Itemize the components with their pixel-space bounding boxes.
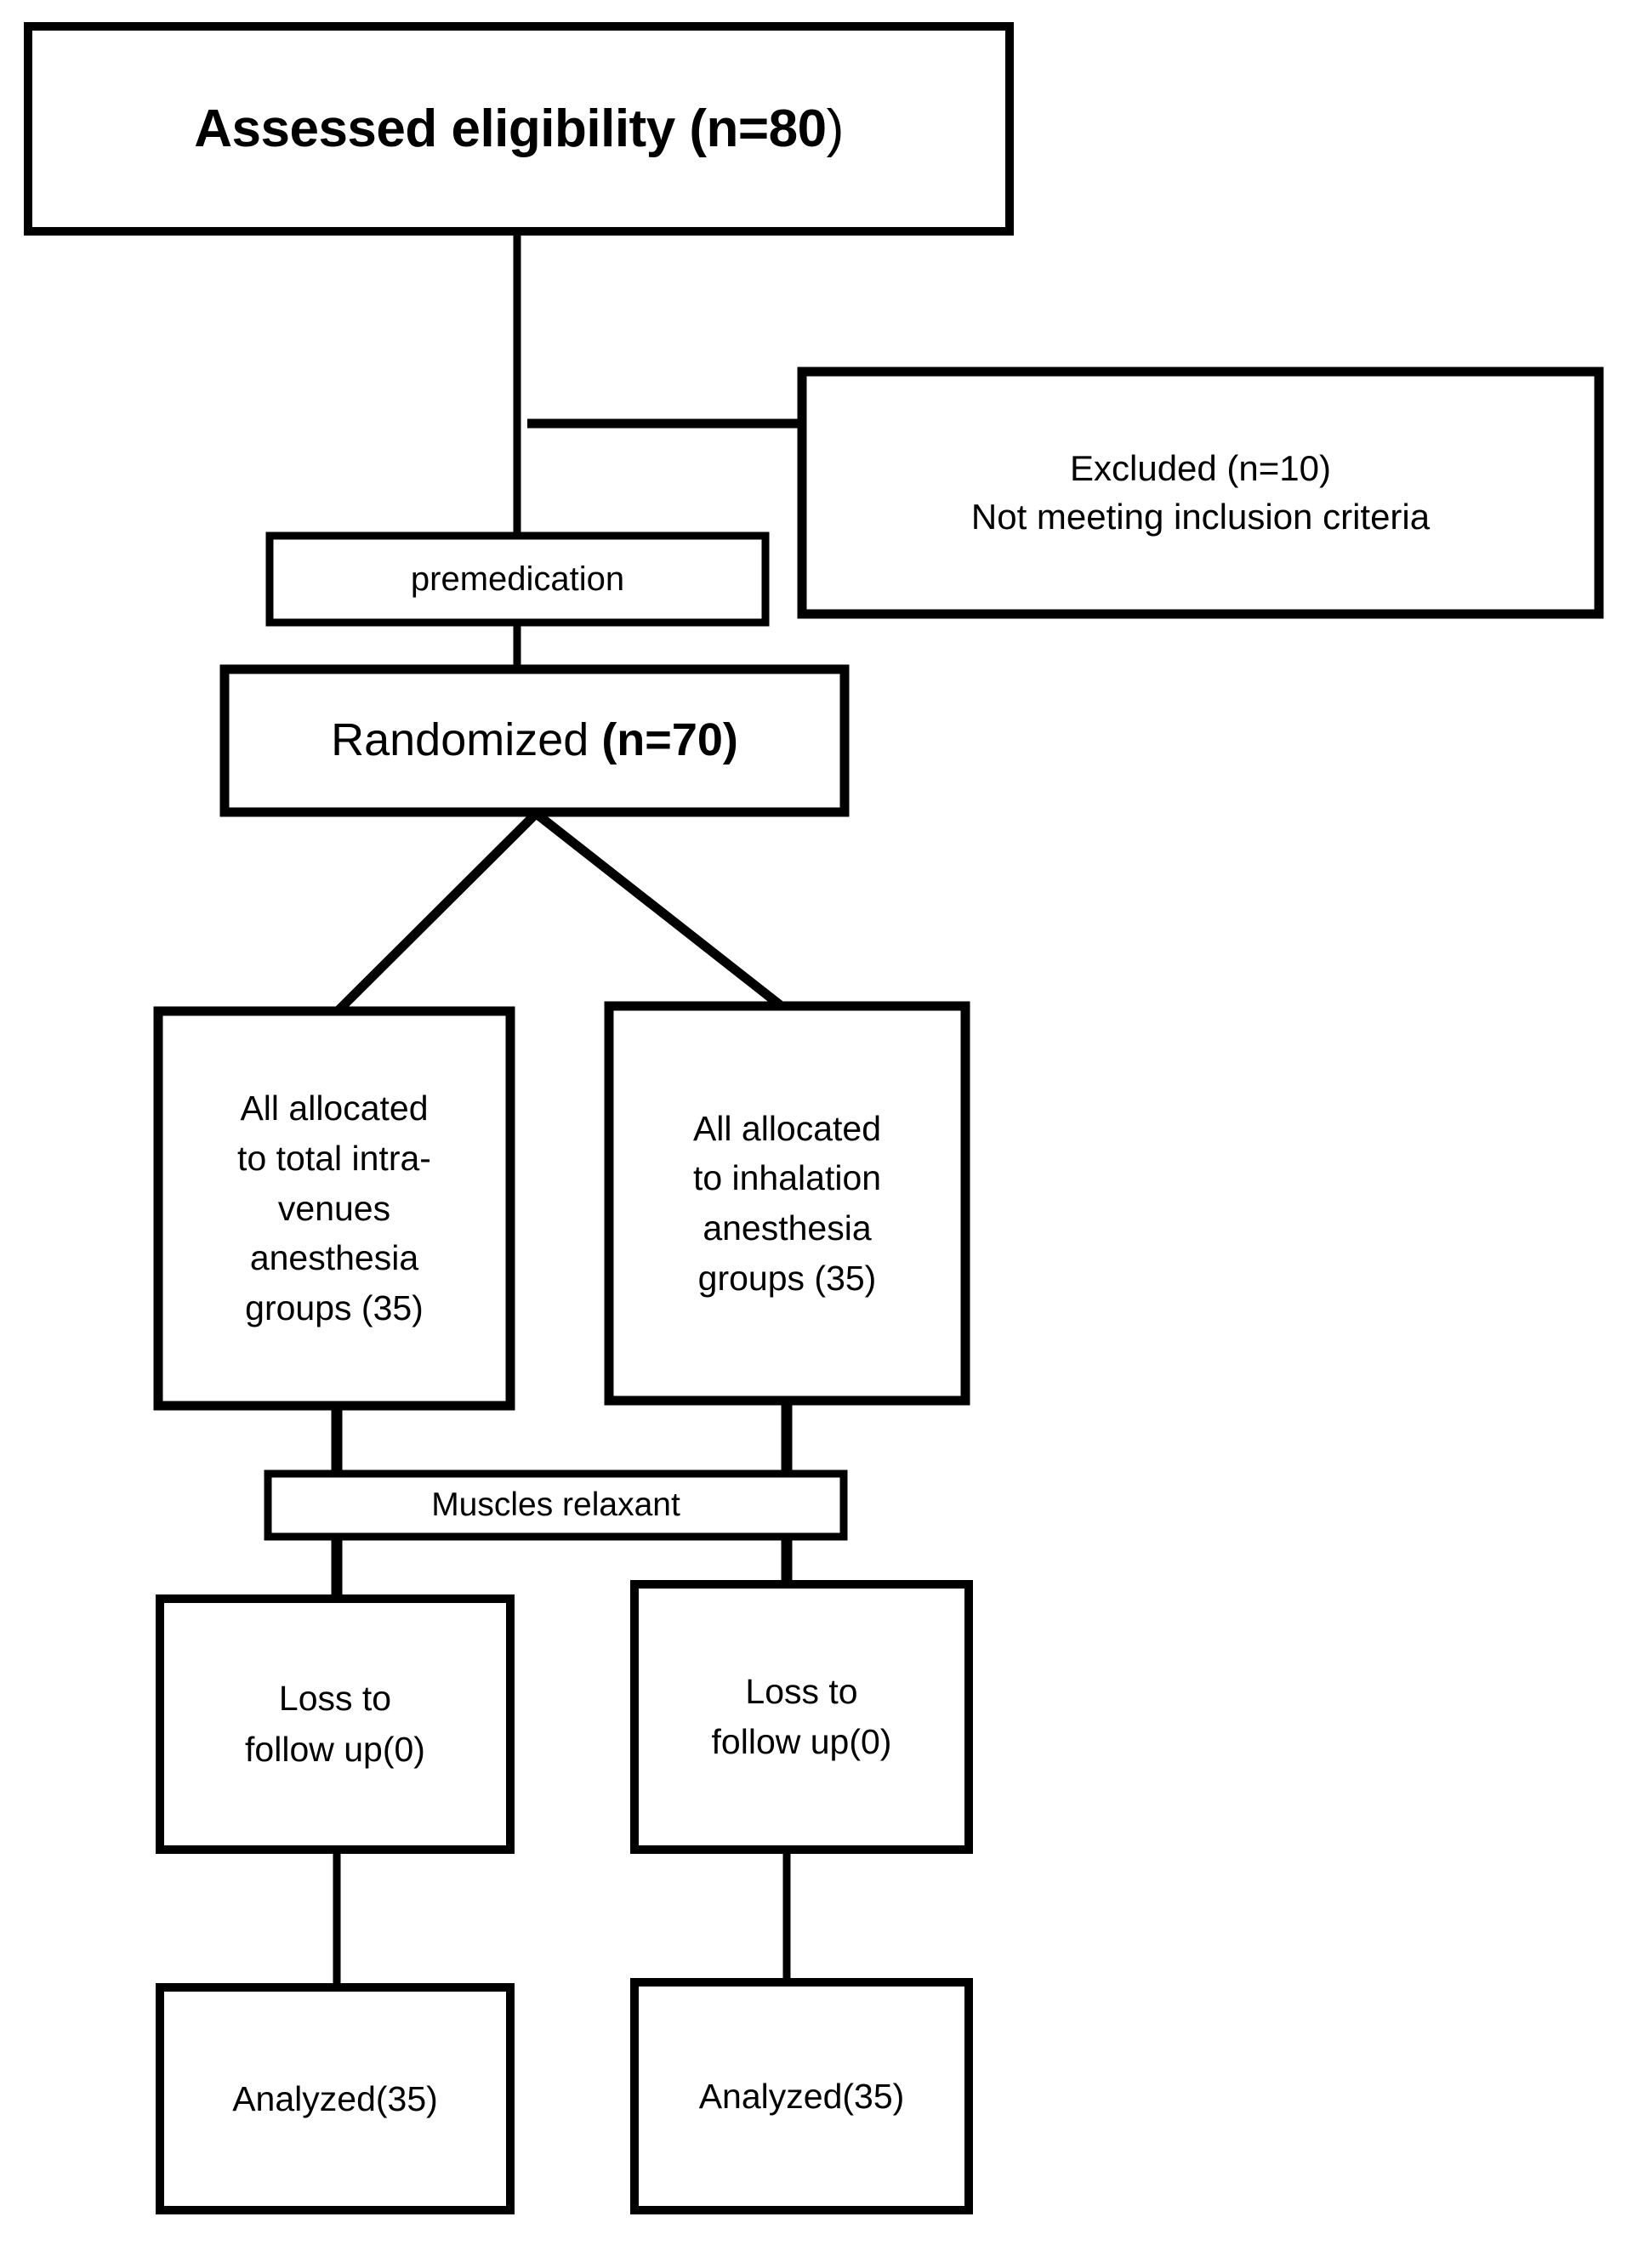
connector-randomized-to-alloc-right bbox=[534, 810, 790, 1015]
box-randomized bbox=[219, 664, 850, 817]
connector-randomized-to-alloc-left bbox=[333, 811, 538, 1015]
box-premedication bbox=[265, 531, 770, 627]
box-allocation-right bbox=[604, 1001, 970, 1406]
box-assessed-eligibility bbox=[24, 22, 1014, 236]
box-muscles-relaxant bbox=[264, 1469, 848, 1541]
box-loss-to-follow-up-right bbox=[630, 1580, 973, 1854]
box-analyzed-left bbox=[156, 1983, 515, 2214]
box-excluded bbox=[797, 367, 1604, 619]
box-layer bbox=[24, 22, 1604, 2214]
box-analyzed-right bbox=[630, 1978, 973, 2214]
box-loss-to-follow-up-left bbox=[156, 1594, 515, 1854]
connector-layer bbox=[331, 230, 804, 1990]
box-allocation-left bbox=[153, 1006, 515, 1411]
